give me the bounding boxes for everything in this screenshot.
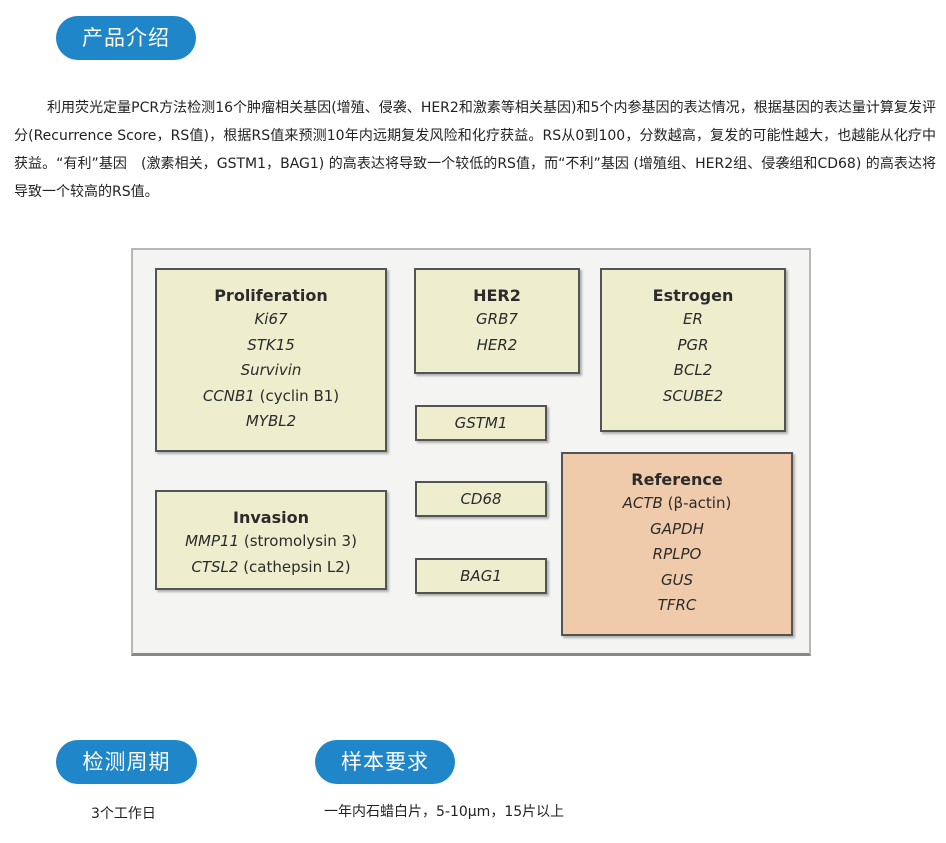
gene-label: BCL2 [673,361,713,379]
gene-label: ER [683,310,703,328]
gene-label: MMP11 [185,532,240,550]
gene-label: HER2 [476,335,518,354]
gene-label: RPLPO [652,545,702,563]
bag1-gene-box: BAG1 [415,558,547,594]
gene-label: CCNB1 [202,386,255,405]
gene-label: PGR [677,335,709,354]
gene-label: Survivin [240,361,302,379]
sample-value: 一年内石蜡白片，5-10μm，15片以上 [324,804,565,820]
group-title: Estrogen [652,286,734,305]
gene-label: Ki67 [254,310,288,328]
reference-group-box: Reference ACTB (β-actin) GAPDH RPLPO GUS… [561,452,793,636]
cycle-value: 3个工作日 [91,806,156,822]
gstm1-gene-box: GSTM1 [415,405,547,441]
gene-label: GRB7 [476,310,518,328]
gene-label: STK15 [247,335,295,354]
gene-note: (cathepsin L2) [243,557,351,576]
section-label-intro: 产品介绍 [56,16,196,60]
group-title: Reference [631,470,723,489]
group-title: Invasion [233,508,309,527]
group-title: HER2 [473,286,521,305]
gene-label: SCUBE2 [662,386,724,405]
invasion-group-box: Invasion MMP11 (stromolysin 3) CTSL2 (ca… [155,490,387,590]
estrogen-group-box: Estrogen ER PGR BCL2 SCUBE2 [600,268,786,432]
proliferation-group-box: Proliferation Ki67 STK15 Survivin CCNB1 … [155,268,387,452]
gene-note: (stromolysin 3) [243,532,357,550]
gene-label: MYBL2 [245,412,297,430]
gene-label: TFRC [657,596,697,614]
gene-note: (cyclin B1) [259,386,340,405]
cd68-gene-box: CD68 [415,481,547,517]
gene-panel-diagram: Proliferation Ki67 STK15 Survivin CCNB1 … [131,248,811,656]
group-title: Proliferation [214,286,328,305]
gene-label-row: ACTB (β-actin) [563,491,791,517]
section-label-sample: 样本要求 [315,740,455,784]
gene-label: GAPDH [650,519,704,538]
gene-label: GUS [660,570,694,589]
gene-label-row: CCNB1 (cyclin B1) [157,384,385,410]
gene-label: CTSL2 [191,557,239,576]
intro-paragraph: 利用荧光定量PCR方法检测16个肿瘤相关基因(增殖、侵袭、HER2和激素等相关基… [14,100,936,200]
gene-note: (β-actin) [667,494,732,512]
gene-label: ACTB [622,494,663,512]
gene-label-row: CTSL2 (cathepsin L2) [157,555,385,581]
section-label-cycle: 检测周期 [56,740,197,784]
her2-group-box: HER2 GRB7 HER2 [414,268,580,374]
gene-label-row: MMP11 (stromolysin 3) [157,529,385,555]
